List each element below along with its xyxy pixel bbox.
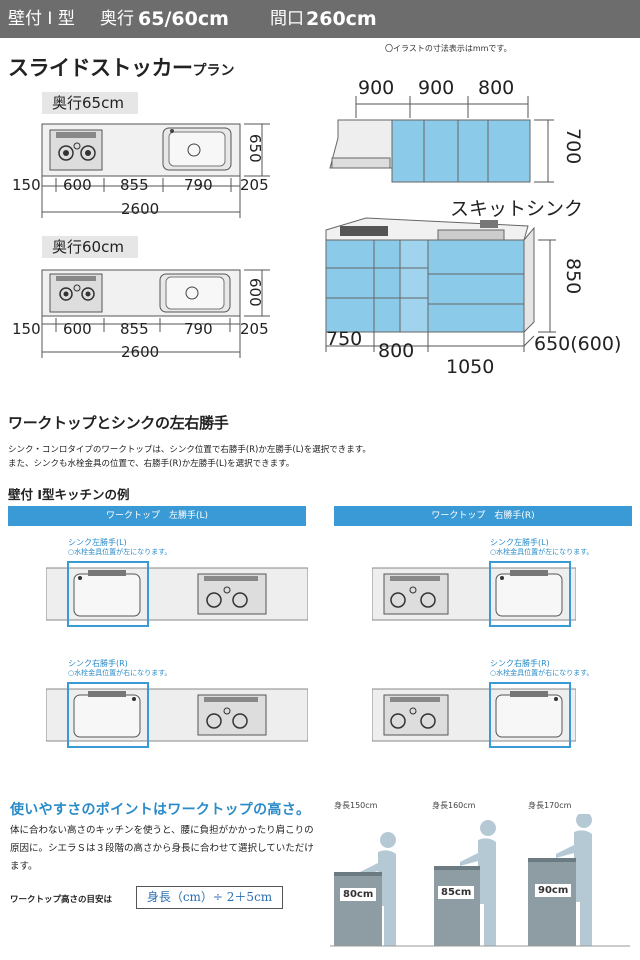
person1-height: 身長150cm <box>334 801 378 810</box>
total65: 2600 <box>121 200 160 218</box>
sink-name: スキットシンク <box>450 198 584 220</box>
plan-title: スライドストッカープラン <box>8 56 235 80</box>
l1-sink-label: シンク左勝手(L) <box>68 538 127 547</box>
depth-label: 奥行 <box>100 9 134 29</box>
w65-790: 790 <box>184 176 213 194</box>
height-formula: 身長（cm）÷ 2＋5cm <box>136 886 283 909</box>
frontage-label: 間口 <box>270 9 304 29</box>
height-body2: 原因に。シエラＳは３段階の高さから身長に合わせて選択していただけ <box>10 843 314 854</box>
person3-height: 身長170cm <box>528 801 572 810</box>
counter-85: 85cm <box>438 886 475 899</box>
height-figures <box>330 814 630 947</box>
upper-w-900a: 900 <box>358 77 395 99</box>
w65-150: 150 <box>12 176 41 194</box>
upper-w-800: 800 <box>478 77 515 99</box>
height-body3: ます。 <box>10 861 38 872</box>
frontage-value: 260cm <box>306 8 377 30</box>
l1-sink-note: 水栓金具位置が左になります。 <box>68 547 171 557</box>
w60-600: 600 <box>63 320 92 338</box>
counter-80: 80cm <box>340 888 377 901</box>
lower-w-800: 800 <box>378 340 415 362</box>
kitchen-type: 壁付 I 型 <box>8 9 75 29</box>
upper-height: 700 <box>562 128 584 165</box>
worktop-section-title: ワークトップとシンクの左右勝手 <box>8 414 229 432</box>
depth60-value: 600 <box>246 278 264 307</box>
w65-600: 600 <box>63 176 92 194</box>
left-hand-bar: ワークトップ 左勝手(L) <box>8 506 306 526</box>
w60-855: 855 <box>120 320 149 338</box>
l2-sink-note: 水栓金具位置が右になります。 <box>68 668 171 678</box>
counter-90: 90cm <box>535 884 572 897</box>
depth-value: 65/60cm <box>138 8 229 30</box>
total60: 2600 <box>121 343 160 361</box>
lower-w-1050: 1050 <box>446 356 495 378</box>
upper-w-900b: 900 <box>418 77 455 99</box>
depth65-label: 奥行65cm <box>42 92 138 114</box>
top-view-65-drawing <box>41 123 270 218</box>
r1-sink-label: シンク左勝手(L) <box>490 538 549 547</box>
page-header: 壁付 I 型 奥行 65/60cm 間口 260cm <box>0 0 640 38</box>
r2-sink-note: 水栓金具位置が右になります。 <box>490 668 593 678</box>
example-title: 壁付 I型キッチンの例 <box>8 487 130 502</box>
height-section-title: 使いやすさのポイントはワークトップの高さ。 <box>10 802 311 818</box>
counter-height: 850 <box>562 258 584 295</box>
ex-left-sink-right <box>46 682 308 748</box>
height-body1: 体に合わない高さのキッチンを使うと、腰に負担がかかったり肩こりの <box>10 825 314 836</box>
ex-right-sink-right <box>372 682 576 748</box>
worktop-line1: シンク・コンロタイプのワークトップは、シンク位置で右勝手(R)か左勝手(L)を選… <box>8 445 371 455</box>
worktop-line2: また、シンクも水栓金具の位置で、右勝手(R)か左勝手(L)を選択できます。 <box>8 459 295 469</box>
w65-855: 855 <box>120 176 149 194</box>
ex-left-sink-left <box>46 561 308 627</box>
perspective-depth: 650(600) <box>534 333 622 355</box>
illustration-note: 〇イラストの寸法表示はmmです。 <box>385 44 512 53</box>
guide-label: ワークトップ高さの目安は <box>10 895 113 905</box>
depth60-label: 奥行60cm <box>42 236 138 258</box>
depth65-value: 650 <box>246 134 264 163</box>
r2-sink-label: シンク右勝手(R) <box>490 659 550 668</box>
w60-790: 790 <box>184 320 213 338</box>
w65-205: 205 <box>240 176 269 194</box>
r1-sink-note: 水栓金具位置が左になります。 <box>490 547 593 557</box>
w60-205: 205 <box>240 320 269 338</box>
w60-150: 150 <box>12 320 41 338</box>
top-view-60-drawing <box>41 269 270 358</box>
kitchen-perspective-drawing <box>325 96 556 352</box>
person2-height: 身長160cm <box>432 801 476 810</box>
ex-right-sink-left <box>372 561 576 627</box>
l2-sink-label: シンク右勝手(R) <box>68 659 128 668</box>
lower-w-750: 750 <box>326 328 363 350</box>
right-hand-bar: ワークトップ 右勝手(R) <box>334 506 632 526</box>
